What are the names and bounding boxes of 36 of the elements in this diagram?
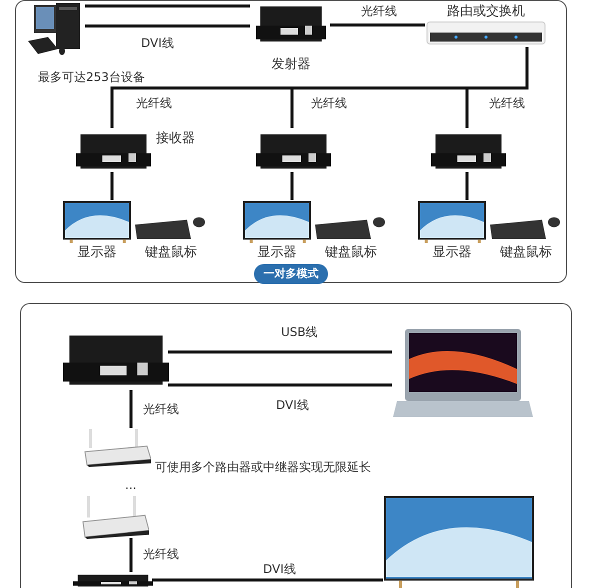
cable-line: [466, 172, 468, 200]
note-text: ...: [125, 478, 136, 492]
note-text: 可使用多个路由器或中继器实现无限延长: [155, 460, 371, 474]
edge-label: 光纤线: [142, 547, 180, 561]
device-label: 接收器: [156, 131, 196, 147]
edge-label: 光纤线: [142, 402, 180, 416]
device-label: 键盘鼠标: [144, 245, 198, 261]
edge-label: DVI线: [140, 36, 175, 50]
device-label: 显示器: [256, 245, 298, 261]
edge-label: 光纤线: [310, 96, 348, 110]
edge-label: 光纤线: [135, 96, 173, 110]
panel-frame: [15, 0, 567, 283]
cable-line: [152, 578, 383, 582]
cable-line: [110, 172, 114, 200]
device-label: 键盘鼠标: [499, 245, 553, 261]
cable-line: [168, 350, 392, 354]
edge-label: 光纤线: [488, 96, 526, 110]
cable-line: [130, 538, 132, 572]
edge-label: DVI线: [275, 398, 310, 412]
mode-badge: 一对多模式: [254, 264, 328, 284]
device-label: 发射器: [270, 57, 312, 73]
edge-label: DVI线: [262, 562, 297, 576]
cable-line: [130, 390, 132, 428]
edge-label: 光纤线: [360, 4, 398, 18]
panel-frame: [20, 303, 572, 588]
device-label: 显示器: [432, 245, 472, 261]
cable-line: [330, 24, 425, 26]
cable-line: [85, 24, 250, 28]
cable-line: [290, 172, 294, 200]
cable-line: [85, 4, 250, 8]
note-text: 最多可达253台设备: [38, 70, 145, 84]
device-label: 键盘鼠标: [324, 245, 378, 261]
device-label: 路由或交换机: [446, 4, 526, 20]
cable-line: [168, 384, 392, 386]
device-label: 显示器: [76, 245, 118, 261]
edge-label: USB线: [280, 325, 319, 339]
